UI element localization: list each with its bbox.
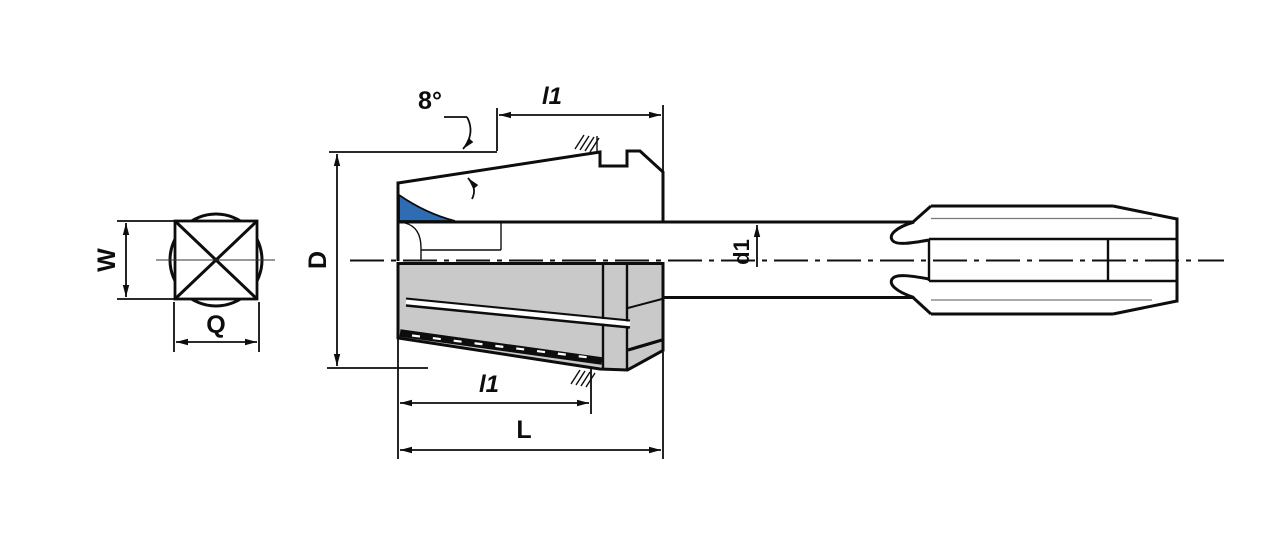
shank-chamfer-top xyxy=(912,204,932,224)
dimension-l: L xyxy=(397,339,664,459)
dimension-angle: 8° xyxy=(418,87,479,200)
hatch-stroke xyxy=(575,370,586,386)
flute-runout-top xyxy=(889,220,930,245)
back-chamfer-edge xyxy=(627,338,663,352)
dimension-label-q: Q xyxy=(206,311,225,339)
flute-runout-bottom xyxy=(889,274,930,299)
section-fill xyxy=(398,151,663,222)
ground-finish-symbol-top xyxy=(574,134,600,153)
hatch-stroke xyxy=(585,372,596,388)
dimension-d: D xyxy=(304,151,497,369)
tip-chamfer-top xyxy=(1112,204,1178,221)
ground-finish-symbol-bottom xyxy=(570,369,596,388)
hatch-stroke xyxy=(570,369,581,385)
dimension-q: Q xyxy=(173,302,260,352)
dimension-label-l1-bottom: l1 xyxy=(479,371,499,398)
back-edge-thin xyxy=(627,298,663,309)
dimension-label-l: L xyxy=(516,416,531,444)
hatch-stroke xyxy=(589,137,600,153)
cavity-fillet-arc xyxy=(404,222,422,249)
angle-arc-upper xyxy=(462,116,474,150)
slit-channel xyxy=(405,299,631,327)
hatch-stroke xyxy=(584,136,595,152)
dimension-label-l1-top: l1 xyxy=(542,83,562,110)
shank-chamfer-bottom xyxy=(911,296,933,316)
slit-lower-edge xyxy=(405,304,631,329)
hatch-stroke xyxy=(579,135,590,151)
tap: d1 xyxy=(663,204,1179,316)
slit-upper-edge xyxy=(405,297,631,322)
collet-lower-body xyxy=(396,262,665,372)
dimension-label-w: W xyxy=(93,248,121,272)
collet-upper-outline xyxy=(397,149,665,222)
dimension-l1-bottom: l1 xyxy=(400,369,596,414)
hatch-stroke xyxy=(574,134,585,150)
collet-upper-section xyxy=(396,134,665,261)
dimension-label-d: D xyxy=(304,251,332,269)
dimension-l1-top: l1 xyxy=(496,83,664,173)
collet-nose-highlight xyxy=(398,193,456,222)
dimension-d1: d1 xyxy=(729,225,761,267)
dimension-label-angle: 8° xyxy=(418,87,442,115)
tip-chamfer-bottom xyxy=(1112,299,1178,316)
end-view: W Q xyxy=(93,212,275,352)
dimension-label-d1: d1 xyxy=(729,239,754,265)
dimension-w: W xyxy=(93,220,177,300)
angle-arc-lower xyxy=(467,177,479,200)
hatch-stroke xyxy=(580,371,591,387)
